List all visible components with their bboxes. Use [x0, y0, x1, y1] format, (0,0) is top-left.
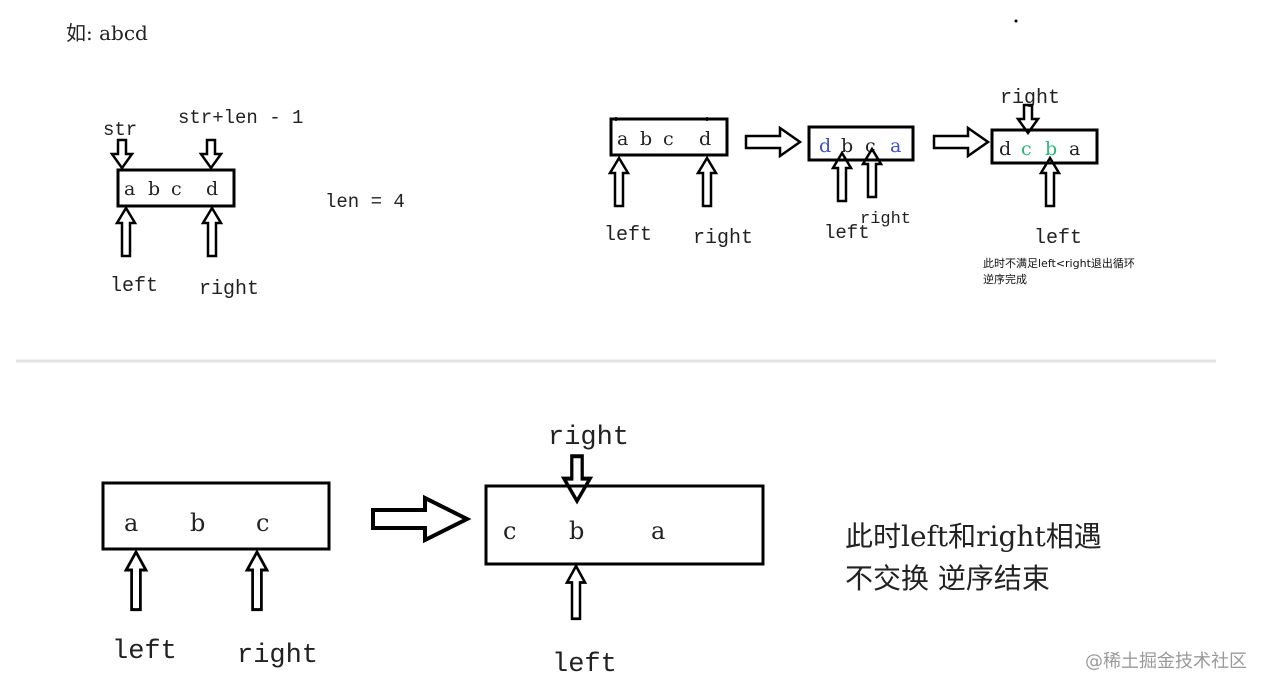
caption-line1: 此时left和right相遇: [845, 520, 1102, 553]
stage1-left-arrow-icon: [608, 156, 630, 208]
four-char-sequence: a b c d left right d b c a left right ri…: [604, 87, 1135, 286]
stage1-char: c: [663, 128, 674, 150]
stage1-char: d: [699, 128, 711, 150]
stage3-char: b: [1045, 138, 1057, 160]
stage1-right-arrow-icon: [245, 550, 269, 612]
three-char-sequence: a b c left right right c b a left 此时left…: [101, 423, 1102, 680]
stage1-char: b: [190, 509, 205, 537]
stage1-char: a: [124, 509, 138, 537]
stage1-char: a: [617, 128, 628, 150]
string-char: d: [206, 178, 218, 200]
caption-line2: 不交换 逆序结束: [845, 562, 1050, 595]
stage2-left-label: left: [824, 222, 870, 244]
transition-arrow-icon: [371, 496, 469, 542]
setup-diagram: str str+len - 1 a b c d left right len =…: [103, 107, 405, 301]
stage3-char: d: [999, 138, 1011, 160]
stage1-left-arrow-icon: [124, 550, 148, 612]
string-box: [116, 168, 236, 208]
left-arrow-icon: [115, 206, 137, 258]
stage2-char: c: [865, 135, 876, 157]
stage1-char: b: [640, 128, 652, 150]
stage2-right-label: right: [548, 423, 629, 453]
stage3-char: c: [1021, 138, 1032, 160]
stage3-box: [990, 128, 1099, 165]
stage2-char: c: [503, 517, 516, 545]
example-label: 如: abcd: [66, 21, 148, 45]
stage2-right-label: right: [860, 210, 911, 229]
stage2-char: a: [890, 135, 901, 157]
stage3-right-label: right: [1000, 87, 1060, 110]
stage2-left-label: left: [552, 650, 617, 680]
string-char: b: [148, 178, 160, 200]
left-label: left: [110, 275, 158, 298]
stage1-box: [609, 117, 729, 157]
transition-arrow-icon: [932, 126, 990, 158]
stage2-box: [484, 484, 765, 566]
watermark-text: @稀土掘金技术社区: [1085, 651, 1247, 672]
stage2-box: [807, 125, 915, 162]
stray-dot: [1014, 19, 1018, 23]
stage1-right-label: right: [693, 227, 753, 250]
string-char: c: [171, 178, 182, 200]
stage2-right-arrow-icon: [564, 456, 590, 501]
stage3-char: a: [1069, 138, 1080, 160]
str-end-arrow-icon: [199, 138, 223, 170]
stage2-left-arrow-icon: [565, 564, 587, 621]
stage1-box: [101, 481, 331, 551]
len-label: len = 4: [325, 191, 405, 213]
stage1-char: c: [256, 509, 269, 537]
str-label: str: [103, 119, 137, 141]
stage1-right-arrow-icon: [696, 156, 718, 208]
string-char: a: [124, 178, 135, 200]
str-end-label: str+len - 1: [178, 107, 303, 129]
stage2-char: b: [569, 517, 584, 545]
right-label: right: [199, 278, 259, 301]
str-arrow-icon: [110, 138, 134, 170]
exit-note-line2: 逆序完成: [983, 272, 1027, 286]
stage3-left-arrow-icon: [1039, 156, 1061, 208]
stage1-right-label: right: [237, 641, 318, 671]
stage3-left-label: left: [1034, 227, 1082, 250]
stage2-char: d: [819, 135, 831, 157]
transition-arrow-icon: [744, 126, 802, 158]
right-arrow-icon: [201, 206, 223, 258]
stage1-left-label: left: [112, 637, 177, 667]
stage1-left-label: left: [604, 224, 652, 247]
exit-note: 此时不满足left<right退出循环: [983, 256, 1135, 270]
stage2-char: b: [841, 135, 853, 157]
stage2-char: a: [651, 517, 665, 545]
